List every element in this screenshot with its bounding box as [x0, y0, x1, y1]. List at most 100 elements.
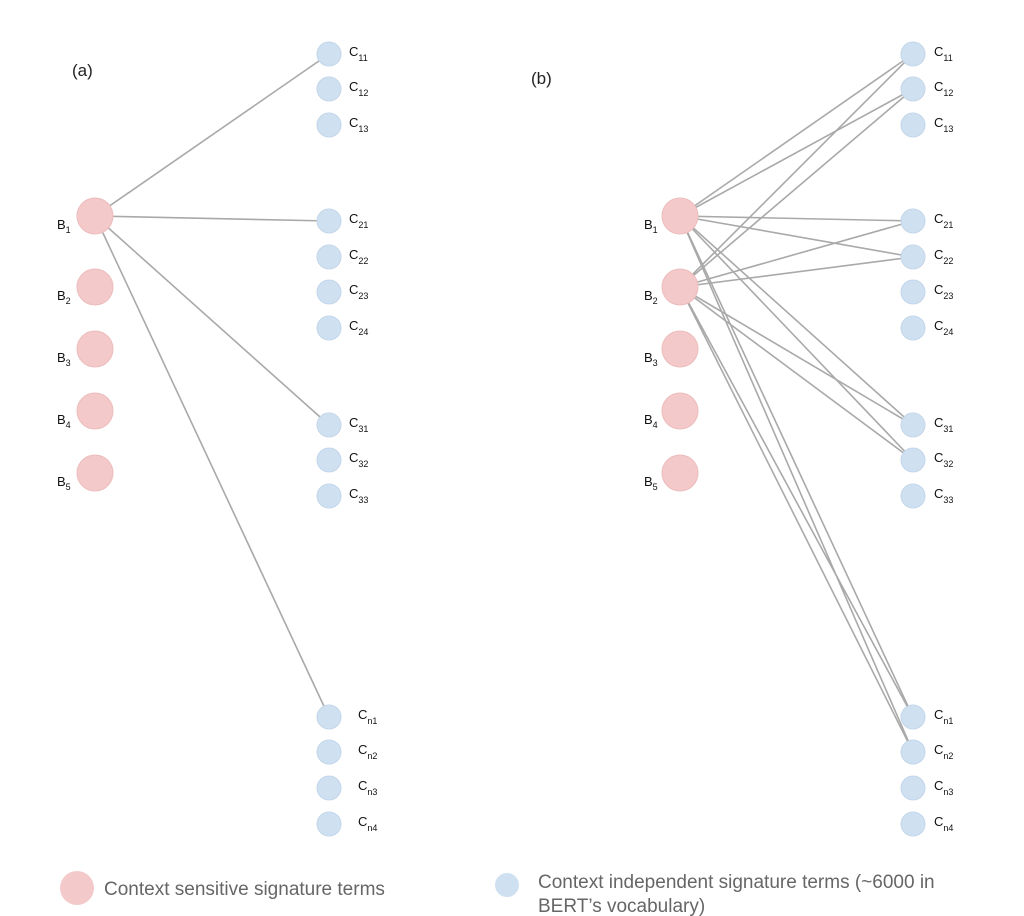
label-a-b4: B4 — [57, 412, 71, 430]
label-b-cn4: Cn4 — [934, 814, 953, 833]
legend-independent-swatch — [495, 873, 519, 897]
label-a-c31: C31 — [349, 415, 368, 434]
node-a-b1 — [76, 197, 114, 235]
edge-b-b2-cn2 — [679, 286, 914, 753]
label-a-c21: C21 — [349, 211, 368, 230]
edge-b-b2-cn1 — [679, 286, 914, 718]
edge-b-b1-c12 — [679, 88, 914, 217]
label-b-c22: C22 — [934, 247, 953, 266]
label-b-c23: C23 — [934, 282, 953, 301]
label-b-b3: B3 — [644, 350, 658, 368]
label-b-b4: B4 — [644, 412, 658, 430]
node-b-c22 — [900, 244, 926, 270]
label-b-c11: C11 — [934, 44, 953, 63]
node-b-cn3 — [900, 775, 926, 801]
label-a-cn4: Cn4 — [358, 814, 377, 833]
node-a-c13 — [316, 112, 342, 138]
node-a-b4 — [76, 392, 114, 430]
edge-a-b1-cn1 — [94, 215, 330, 718]
node-b-c13 — [900, 112, 926, 138]
edge-b-b1-c21 — [679, 215, 914, 222]
node-b-c24 — [900, 315, 926, 341]
label-b-cn2: Cn2 — [934, 742, 953, 761]
label-a-cn2: Cn2 — [358, 742, 377, 761]
edge-a-b1-c31 — [94, 215, 330, 426]
label-a-cn3: Cn3 — [358, 778, 377, 797]
node-b-c21 — [900, 208, 926, 234]
node-a-cn3 — [316, 775, 342, 801]
edge-b-b2-c11 — [679, 53, 914, 288]
node-a-c33 — [316, 483, 342, 509]
edge-b-b2-c21 — [679, 220, 914, 288]
edge-b-b1-c22 — [679, 215, 914, 258]
node-a-c11 — [316, 41, 342, 67]
edge-b-b1-c11 — [679, 53, 914, 217]
node-b-c23 — [900, 279, 926, 305]
node-a-b5 — [76, 454, 114, 492]
node-a-c32 — [316, 447, 342, 473]
node-b-c11 — [900, 41, 926, 67]
node-b-c31 — [900, 412, 926, 438]
label-b-c31: C31 — [934, 415, 953, 434]
label-a-c12: C12 — [349, 79, 368, 98]
node-b-c12 — [900, 76, 926, 102]
edge-b-b1-c31 — [679, 215, 914, 426]
node-a-c23 — [316, 279, 342, 305]
node-a-c24 — [316, 315, 342, 341]
node-a-b2 — [76, 268, 114, 306]
label-a-c22: C22 — [349, 247, 368, 266]
legend-sensitive-text: Context sensitive signature terms — [104, 879, 385, 900]
label-a-c32: C32 — [349, 450, 368, 469]
panel-b-label: (b) — [531, 69, 552, 88]
label-b-cn1: Cn1 — [934, 707, 953, 726]
edges-layer — [94, 53, 914, 753]
node-a-c12 — [316, 76, 342, 102]
edge-b-b2-c31 — [679, 286, 914, 426]
label-a-c13: C13 — [349, 115, 368, 134]
label-b-b2: B2 — [644, 288, 658, 306]
node-a-c31 — [316, 412, 342, 438]
panel-a-label: (a) — [72, 61, 93, 80]
node-a-c21 — [316, 208, 342, 234]
node-a-cn2 — [316, 739, 342, 765]
label-b-c21: C21 — [934, 211, 953, 230]
label-a-b2: B2 — [57, 288, 71, 306]
legend: Context sensitive signature terms Contex… — [60, 871, 935, 916]
label-a-b5: B5 — [57, 474, 71, 492]
node-b-cn2 — [900, 739, 926, 765]
label-a-b1: B1 — [57, 217, 71, 235]
node-b-c32 — [900, 447, 926, 473]
label-b-b5: B5 — [644, 474, 658, 492]
node-a-c22 — [316, 244, 342, 270]
label-a-c23: C23 — [349, 282, 368, 301]
label-b-c13: C13 — [934, 115, 953, 134]
node-a-cn4 — [316, 811, 342, 837]
edge-b-b1-cn1 — [679, 215, 914, 718]
node-a-cn1 — [316, 704, 342, 730]
legend-independent-text-line1: Context independent signature terms (~60… — [538, 872, 935, 893]
node-b-b3 — [661, 330, 699, 368]
label-a-c24: C24 — [349, 318, 368, 337]
label-a-c33: C33 — [349, 486, 368, 505]
node-b-b5 — [661, 454, 699, 492]
label-b-cn3: Cn3 — [934, 778, 953, 797]
label-a-cn1: Cn1 — [358, 707, 377, 726]
node-a-b3 — [76, 330, 114, 368]
label-b-c33: C33 — [934, 486, 953, 505]
node-b-b2 — [661, 268, 699, 306]
label-a-b3: B3 — [57, 350, 71, 368]
edge-b-b2-c22 — [679, 256, 914, 288]
label-b-b1: B1 — [644, 217, 658, 235]
nodes-layer — [76, 41, 926, 837]
node-b-b1 — [661, 197, 699, 235]
edge-b-b1-c32 — [679, 215, 914, 461]
edge-b-b1-cn2 — [679, 215, 914, 753]
edge-a-b1-c21 — [94, 215, 330, 222]
legend-sensitive-swatch — [60, 871, 94, 905]
label-b-c24: C24 — [934, 318, 953, 337]
legend-independent-text-line2: BERT’s vocabulary) — [538, 896, 705, 916]
edge-b-b2-c32 — [679, 286, 914, 461]
edge-a-b1-c11 — [94, 53, 330, 217]
